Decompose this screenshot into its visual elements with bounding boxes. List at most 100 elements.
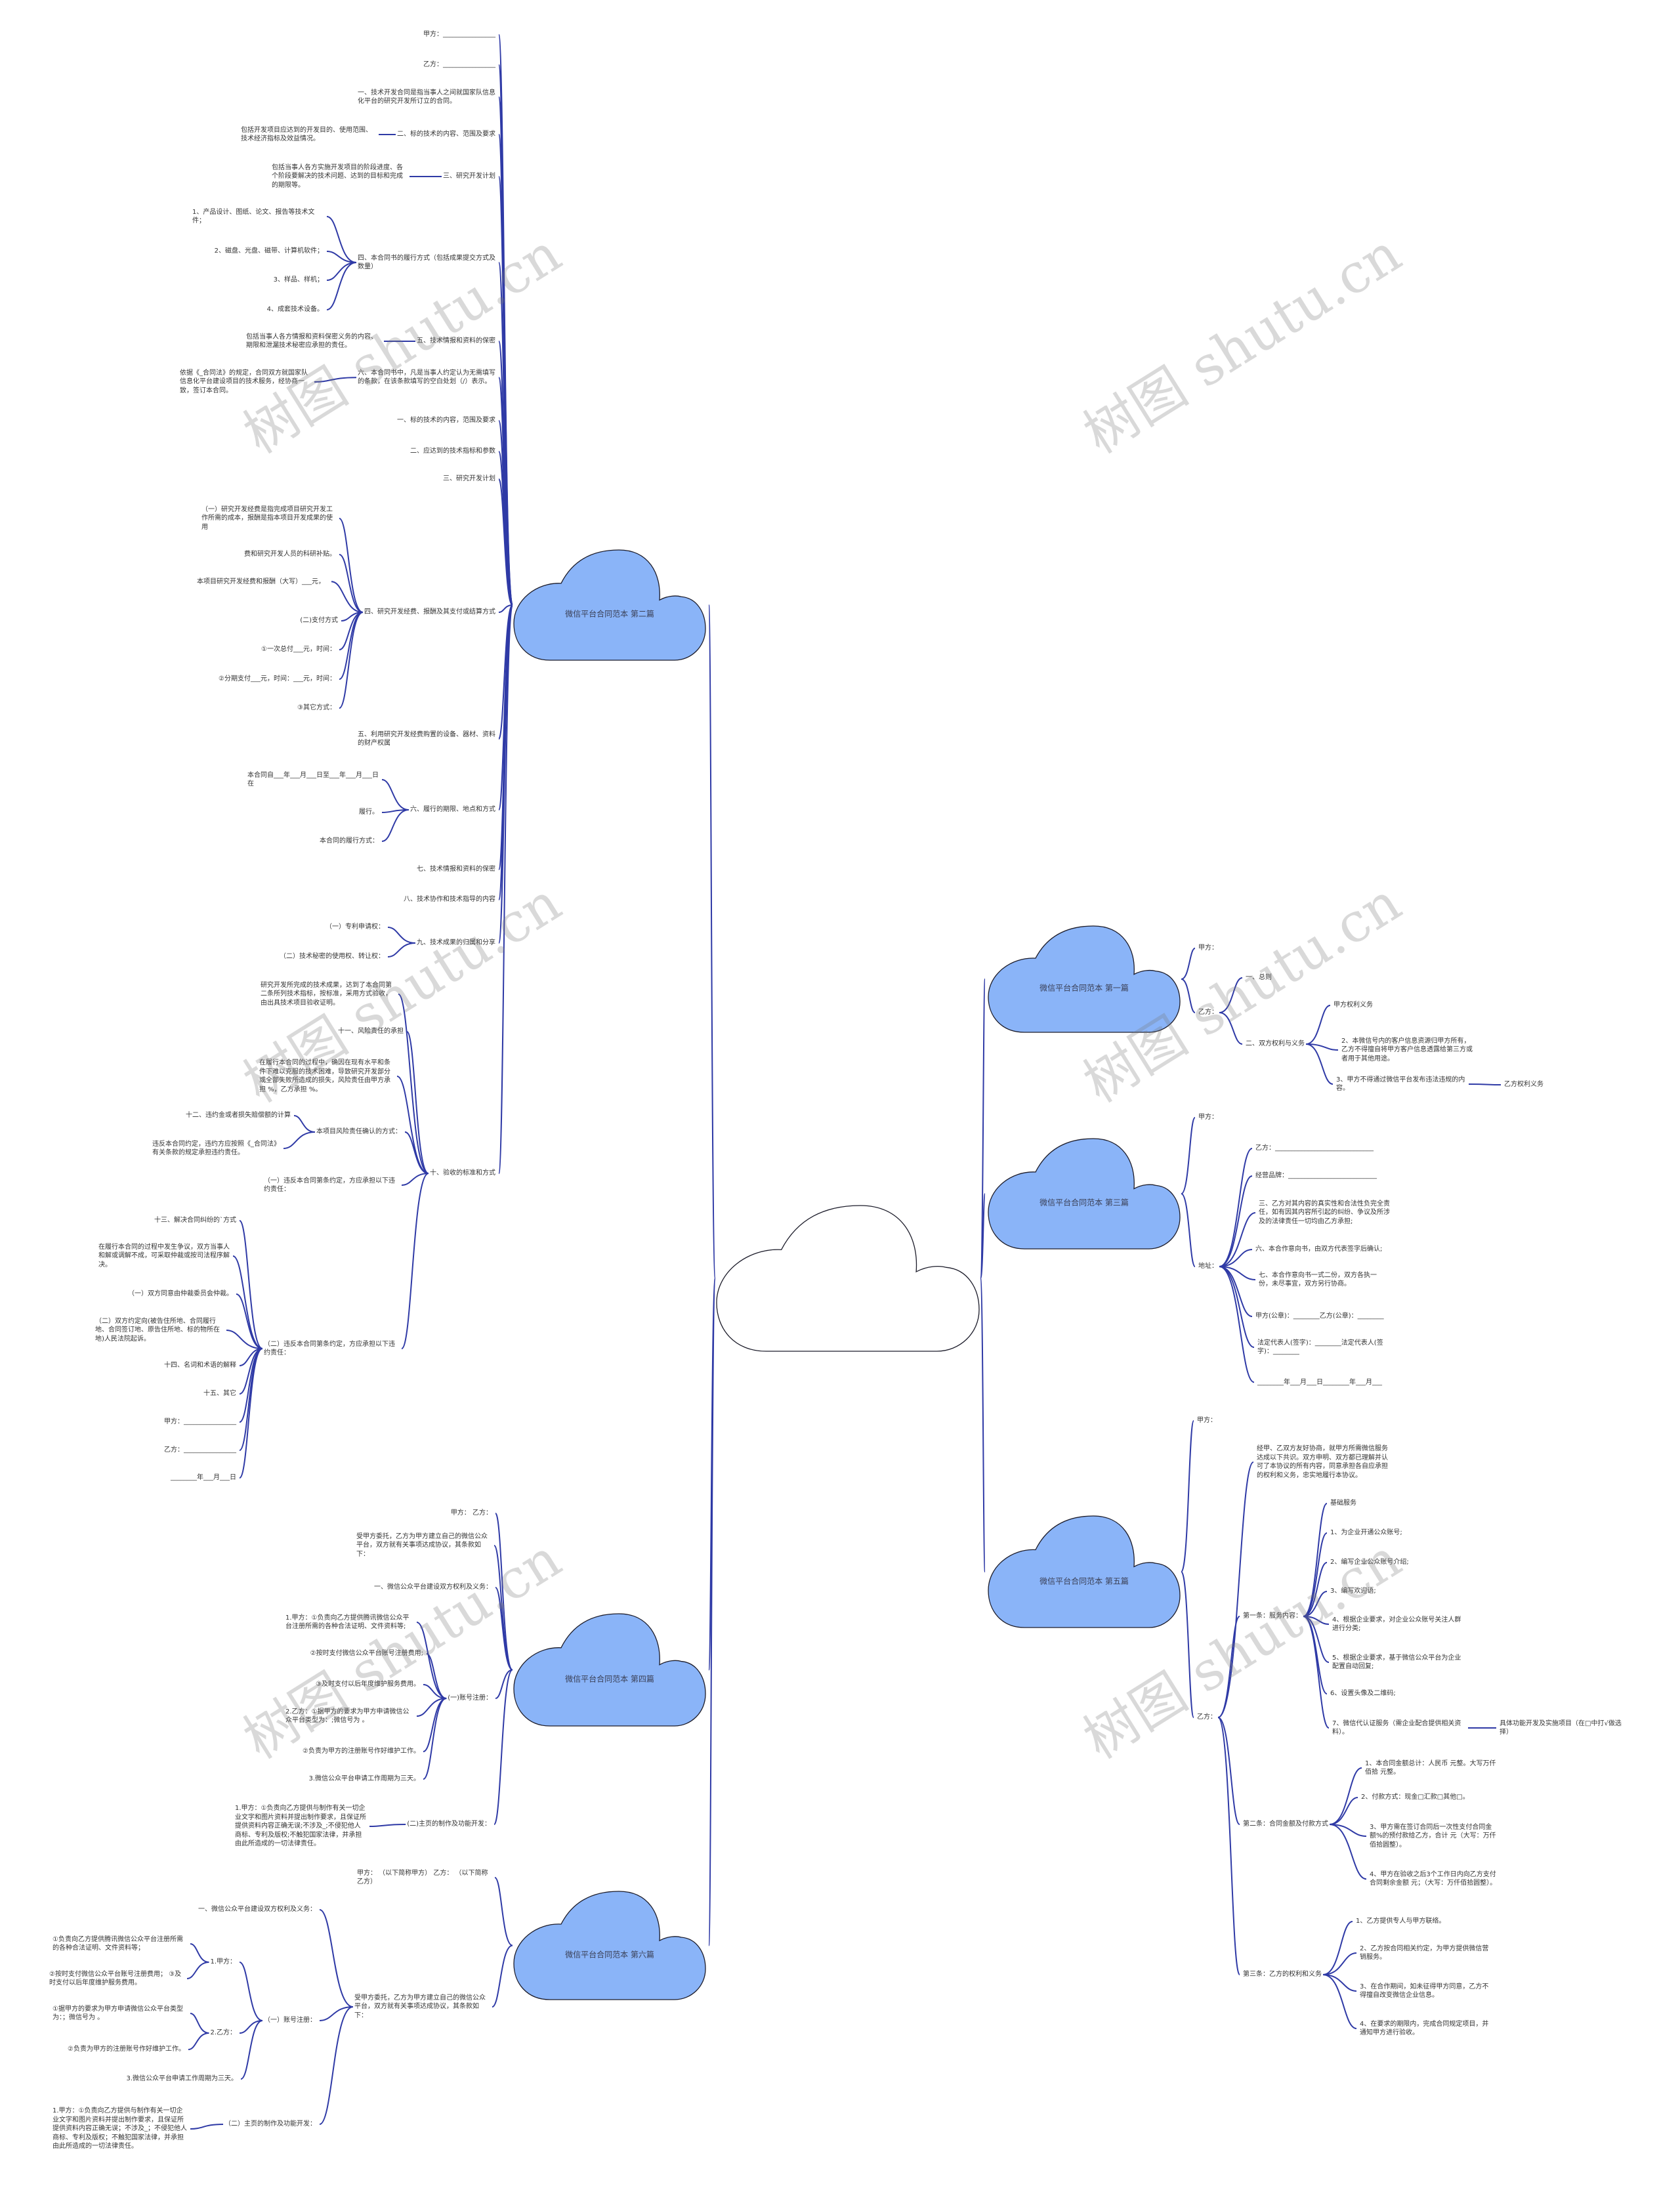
- mindmap-node: 包括开发项目应达到的开发目的、使用范围、技术经济指标及效益情况。: [241, 126, 372, 143]
- connector-line: [1181, 1117, 1196, 1194]
- cloud-title: 微信平台合同范本 第四篇: [565, 1674, 654, 1684]
- mindmap-node: 七、本合作意向书一式二份，双方各执一份，未尽事宜，双方另行协商。: [1259, 1271, 1377, 1288]
- connector-line: [498, 341, 513, 606]
- mindmap-node: 本项目研究开发经费和报酬（大写）___元，: [197, 578, 325, 585]
- cloud-shape: [717, 1206, 979, 1351]
- connector-line: [708, 1278, 716, 1671]
- mindmap-node: 3、甲方不得通过微信平台发布违法违规的内容。: [1336, 1076, 1465, 1093]
- connector-line: [1303, 1616, 1330, 1663]
- mindmap-node: 3、样品、样机；: [273, 276, 324, 284]
- connector-line: [381, 809, 410, 842]
- mindmap-node: ②负责为甲方的注册账号作好维护工作。: [303, 1748, 420, 1755]
- connector-line: [401, 1173, 429, 1349]
- mindmap-node: （二）双方约定向(被告住所地、合同履行地、合同签订地、原告住所地、标的物所在地)…: [95, 1317, 220, 1343]
- mindmap-node: 费和研究开发人员的科研补贴。: [244, 551, 336, 558]
- mindmap-node: 具体功能开发及实施项目（在□中打√做选择）: [1500, 1719, 1622, 1736]
- mindmap-node: 4、根据企业要求，对企业公众账号关注人群进行分类;: [1332, 1616, 1461, 1633]
- connector-line: [980, 1278, 986, 1572]
- connector-line: [1219, 1012, 1243, 1045]
- mindmap-node: （二）主页的制作及功能开发：: [224, 2120, 316, 2128]
- mindmap-node: 一、标的技术的内容，范围及要求: [397, 417, 495, 425]
- mindmap-node: 1、乙方提供专人与甲方联络。: [1356, 1918, 1446, 1925]
- mindmap-node: 3、编写欢迎语;: [1330, 1587, 1376, 1595]
- mindmap-node: 甲方权利义务: [1334, 1001, 1373, 1009]
- connector-line: [387, 927, 416, 944]
- mindmap-node: 四、研究开发经费、报酬及其支付或结算方式: [364, 608, 495, 616]
- mindmap-node: 1.甲方：①负责向乙方提供与制作有关一切企业文字和图片资料并提出制作要求，且保证…: [52, 2107, 187, 2151]
- mindmap-node: 2、付款方式：现金□汇款□其他□。: [1361, 1794, 1469, 1801]
- mindmap-node: 甲方(公章)：________乙方(公章)：________: [1255, 1313, 1384, 1320]
- mindmap-node: 五、技术情报和资料的保密: [417, 337, 495, 345]
- connector-line: [1219, 1266, 1256, 1280]
- mindmap-node: 甲方：________________: [423, 31, 495, 39]
- connector-line: [1468, 1083, 1502, 1085]
- connector-line: [498, 34, 513, 606]
- connector-line: [498, 604, 513, 613]
- connector-line: [339, 518, 364, 613]
- cloud-node-p3[interactable]: 微信平台合同范本 第三篇: [988, 1139, 1180, 1249]
- connector-line: [498, 134, 513, 606]
- mindmap-node: 十三、解决合同纠纷的`方式: [154, 1217, 236, 1225]
- mindmap-node: 六、本合同书中，凡是当事人约定认为无需填写的条款，在该条款填写的空白处划（/）表…: [358, 369, 495, 386]
- cloud-node-p6[interactable]: 微信平台合同范本 第六篇: [514, 1891, 705, 2000]
- connector-line: [190, 2013, 209, 2034]
- cloud-shape: [514, 1891, 705, 2000]
- mindmap-node: 受甲方委托，乙方为甲方建立自己的微信公众平台，双方就有关事项达成协议，其条款如下…: [356, 1532, 488, 1558]
- connector-line: [426, 1653, 447, 1699]
- mindmap-node: 地址：: [1198, 1263, 1218, 1271]
- cloud-node-p2[interactable]: 微信平台合同范本 第二篇: [514, 550, 705, 660]
- connector-line: [401, 1173, 429, 1186]
- cloud-node-p5[interactable]: 微信平台合同范本 第五篇: [988, 1516, 1180, 1628]
- connector-line: [980, 1193, 986, 1279]
- connector-line: [1181, 1571, 1194, 1718]
- mindmap-node: ③其它方式：: [297, 704, 336, 712]
- mindmap-node: ①负责向乙方提供腾讯微信公众平台注册所需的各种合法证明、文件资料等；: [52, 1935, 183, 1952]
- mindmap-node: 2、磁盘、光盘、磁带、计算机软件；: [214, 247, 324, 255]
- mindmap-node: 违反本合同约定，违约方应按照《_合同法》有关条款的规定承担违约责任。: [152, 1140, 280, 1157]
- connector-line: [239, 1348, 263, 1423]
- mindmap-node: 四、本合同书的履行方式（包括成果提交方式及数量）: [358, 254, 495, 271]
- connector-line: [1305, 1005, 1331, 1045]
- mindmap-node: （二）违反本合同第条约定，方应承担以下违约责任：: [264, 1340, 395, 1357]
- connector-line: [326, 262, 357, 281]
- cloud-title: 微信平台合同范本 第一篇: [1040, 983, 1129, 993]
- mindmap-node: 六、履行的期限、地点和方式: [410, 806, 495, 814]
- mindmap-node: 二、标的技术的内容、范围及要求: [397, 131, 495, 138]
- connector-line: [1219, 1266, 1255, 1383]
- connector-line: [339, 554, 364, 613]
- mindmap-node: 1.甲方：①负责向乙方提供腾讯微信公众平台注册所需的各种合法证明、文件资料等;: [285, 1614, 410, 1631]
- root-cloud-node[interactable]: [717, 1206, 979, 1351]
- cloud-node-p4[interactable]: 微信平台合同范本 第四篇: [514, 1614, 705, 1726]
- cloud-shape: [514, 1614, 705, 1726]
- mindmap-node: （一）双方同意由仲裁委员会仲裁。: [128, 1290, 233, 1298]
- mindmap-node: 二、应达到的技术指标和参数: [410, 448, 495, 455]
- mindmap-node: 第三条：乙方的权利和义务: [1243, 1971, 1322, 1979]
- connector-line: [1181, 1420, 1194, 1572]
- connector-line: [1181, 978, 1196, 1013]
- mindmap-node: 基础服务: [1330, 1500, 1356, 1507]
- connector-line: [1219, 1266, 1253, 1317]
- mindmap-node: 在履行本合同的过程中发生争议，双方当事人和解或调解不成，可采取仲裁或按司法程序解…: [98, 1243, 230, 1269]
- connector-line: [1303, 1562, 1328, 1617]
- connector-line: [1305, 1043, 1334, 1085]
- mindmap-node: 经营品牌：___________________________: [1255, 1172, 1377, 1180]
- mindmap-node: 6、设置头像及二维码;: [1330, 1690, 1396, 1698]
- mindmap-node: 一、总则: [1246, 974, 1272, 982]
- mindmap-node: 一、微信公众平台建设双方权利及义务：: [198, 1906, 316, 1914]
- connector-line: [398, 994, 429, 1174]
- mindmap-node: 1.甲方：: [210, 1958, 236, 1966]
- cloud-node-p1[interactable]: 微信平台合同范本 第一篇: [988, 926, 1180, 1032]
- mindmap-node: 在履行本合同的过程中，确因在现有水平和条件下难以克服的技术困难，导致研究开发部分…: [259, 1059, 390, 1093]
- mindmap-node: 2、本微信号内的客户信息资源归甲方所有，乙方不得擅自将甲方客户信息透露给第三方或…: [1341, 1037, 1473, 1062]
- connector-line: [396, 1076, 429, 1174]
- connector-line: [188, 2032, 209, 2050]
- mindmap-node: 乙方：______________________________: [1255, 1145, 1374, 1152]
- connector-line: [326, 251, 357, 263]
- mindmap-node: 履行。: [359, 809, 379, 816]
- cloud-shape: [988, 1139, 1180, 1249]
- mindmap-node: 乙方：: [1198, 1009, 1218, 1017]
- connector-line: [416, 1622, 447, 1699]
- connector-line: [1219, 1212, 1256, 1267]
- cloud-title: 微信平台合同范本 第三篇: [1040, 1198, 1129, 1208]
